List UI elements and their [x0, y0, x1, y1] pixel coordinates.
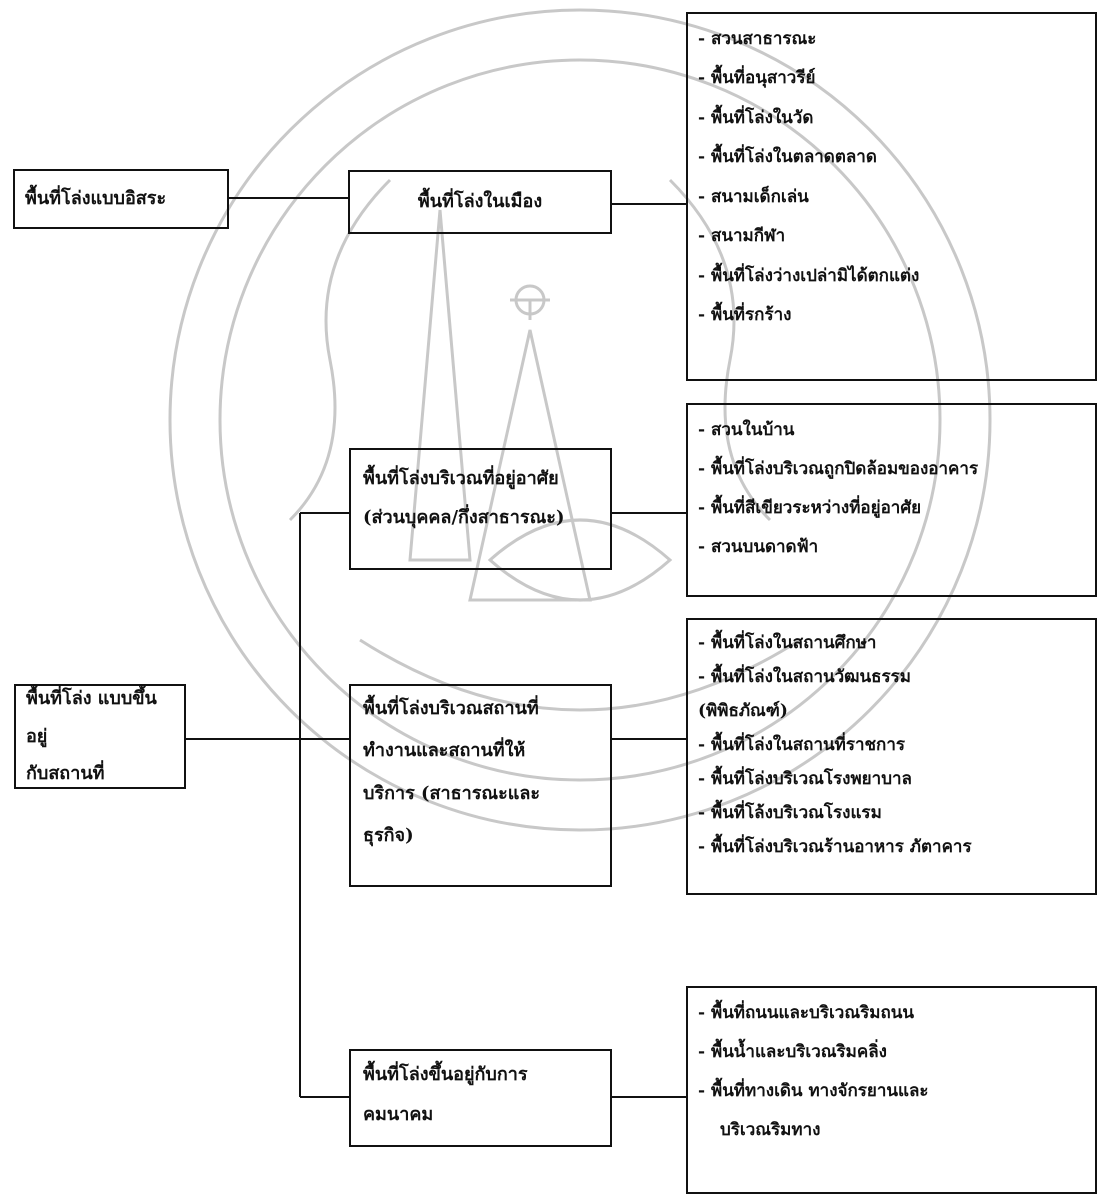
transport-examples-list: พื้นที่ถนนและบริเวณริมถนน พื้นน้ำและบริเ… [698, 994, 1085, 1150]
workplace-line-1: พื้นที่โล่งบริเวณสถานที่ [363, 698, 539, 719]
list-item: บริเวณริมทาง [720, 1120, 821, 1141]
free-space-box: พื้นที่โล่งแบบอิสระ [13, 169, 229, 229]
transport-space-box: พื้นที่โล่งขึ้นอยู่กับการ คมนาคม [349, 1049, 612, 1147]
place-space-box: พื้นที่โล่ง แบบขึ้นอยู่ กับสถานที่ [14, 684, 186, 789]
list-item: พื้นน้ำและบริเวณริมคลิ่ง [698, 1033, 1085, 1072]
list-item: สวนบนดาดฟ้า [698, 528, 1085, 567]
list-item: พื้นที่โล่งในสถานที่ราชการ [698, 728, 1085, 762]
list-item: สนามกีฬา [698, 217, 1085, 256]
transport-line-1: พื้นที่โล่งขึ้นอยู่กับการ [363, 1064, 528, 1085]
place-space-line-2: กับสถานที่ [26, 763, 105, 785]
list-item: พื้นที่โล้งบริเวณโรงแรม [698, 796, 1085, 830]
transport-examples-box: พื้นที่ถนนและบริเวณริมถนน พื้นน้ำและบริเ… [686, 986, 1097, 1194]
place-space-line-1: พื้นที่โล่ง แบบขึ้นอยู่ [26, 687, 157, 747]
workplace-space-box: พื้นที่โล่งบริเวณสถานที่ ทำงานและสถานที่… [349, 684, 612, 887]
workplace-line-4: ธุรกิจ) [363, 824, 414, 846]
list-item: พื้นที่โล่งในตลาดตลาด [698, 138, 1085, 177]
list-item: พื้นที่อนุสาวรีย์ [698, 59, 1085, 98]
free-space-label: พื้นที่โล่งแบบอิสระ [25, 188, 167, 210]
residential-line-1: พื้นที่โล่งบริเวณที่อยู่อาศัย [363, 468, 559, 489]
list-item: พื้นที่สีเขียวระหว่างที่อยู่อาศัย [698, 489, 1085, 528]
workplace-examples-list: พื้นที่โล่งในสถานศึกษา พื้นที่โล่งในสถาน… [698, 626, 1085, 864]
list-item: พื้นที่โล่งในวัด [698, 99, 1085, 138]
workplace-line-2: ทำงานและสถานที่ให้ [363, 740, 526, 762]
residential-line-2: (ส่วนบุคคล/กึ่งสาธารณะ) [363, 506, 565, 528]
list-item: (พิพิธภัณฑ์) [698, 701, 788, 721]
list-item: พื้นที่โล่งในสถานวัฒนธรรม [698, 660, 1085, 694]
urban-examples-box: สวนสาธารณะ พื้นที่อนุสาวรีย์ พื้นที่โล่ง… [686, 12, 1097, 381]
residential-examples-box: สวนในบ้าน พื้นที่โล่งบริเวณถูกปิดล้อมของ… [686, 403, 1097, 597]
residential-examples-list: สวนในบ้าน พื้นที่โล่งบริเวณถูกปิดล้อมของ… [698, 411, 1085, 567]
list-item: พื้นที่รกร้าง [698, 296, 1085, 335]
list-item: พื้นที่โล่งว่างเปล่ามิได้ตกแต่ง [698, 257, 1085, 296]
list-item: พื้นที่โล่งบริเวณร้านอาหาร ภัตาคาร [698, 830, 1085, 864]
list-item: พื้นที่ถนนและบริเวณริมถนน [698, 994, 1085, 1033]
workplace-examples-box: พื้นที่โล่งในสถานศึกษา พื้นที่โล่งในสถาน… [686, 618, 1097, 895]
list-item: พื้นที่โล่งในสถานศึกษา [698, 626, 1085, 660]
list-item: พื้นที่โล่งบริเวณโรงพยาบาล [698, 762, 1085, 796]
residential-space-box: พื้นที่โล่งบริเวณที่อยู่อาศัย (ส่วนบุคคล… [349, 448, 612, 570]
list-item: พื้นที่ทางเดิน ทางจักรยานและ [698, 1072, 1085, 1111]
urban-examples-list: สวนสาธารณะ พื้นที่อนุสาวรีย์ พื้นที่โล่ง… [698, 20, 1085, 336]
list-item: พื้นที่โล่งบริเวณถูกปิดล้อมของอาคาร [698, 450, 1085, 489]
list-item: สวนในบ้าน [698, 411, 1085, 450]
urban-space-label: พื้นที่โล่งในเมือง [417, 191, 543, 213]
workplace-line-3: บริการ (สาธารณะและ [363, 782, 541, 804]
transport-line-2: คมนาคม [363, 1103, 434, 1125]
list-item: สวนสาธารณะ [698, 20, 1085, 59]
urban-space-box: พื้นที่โล่งในเมือง [348, 170, 612, 234]
list-item: สนามเด็กเล่น [698, 178, 1085, 217]
